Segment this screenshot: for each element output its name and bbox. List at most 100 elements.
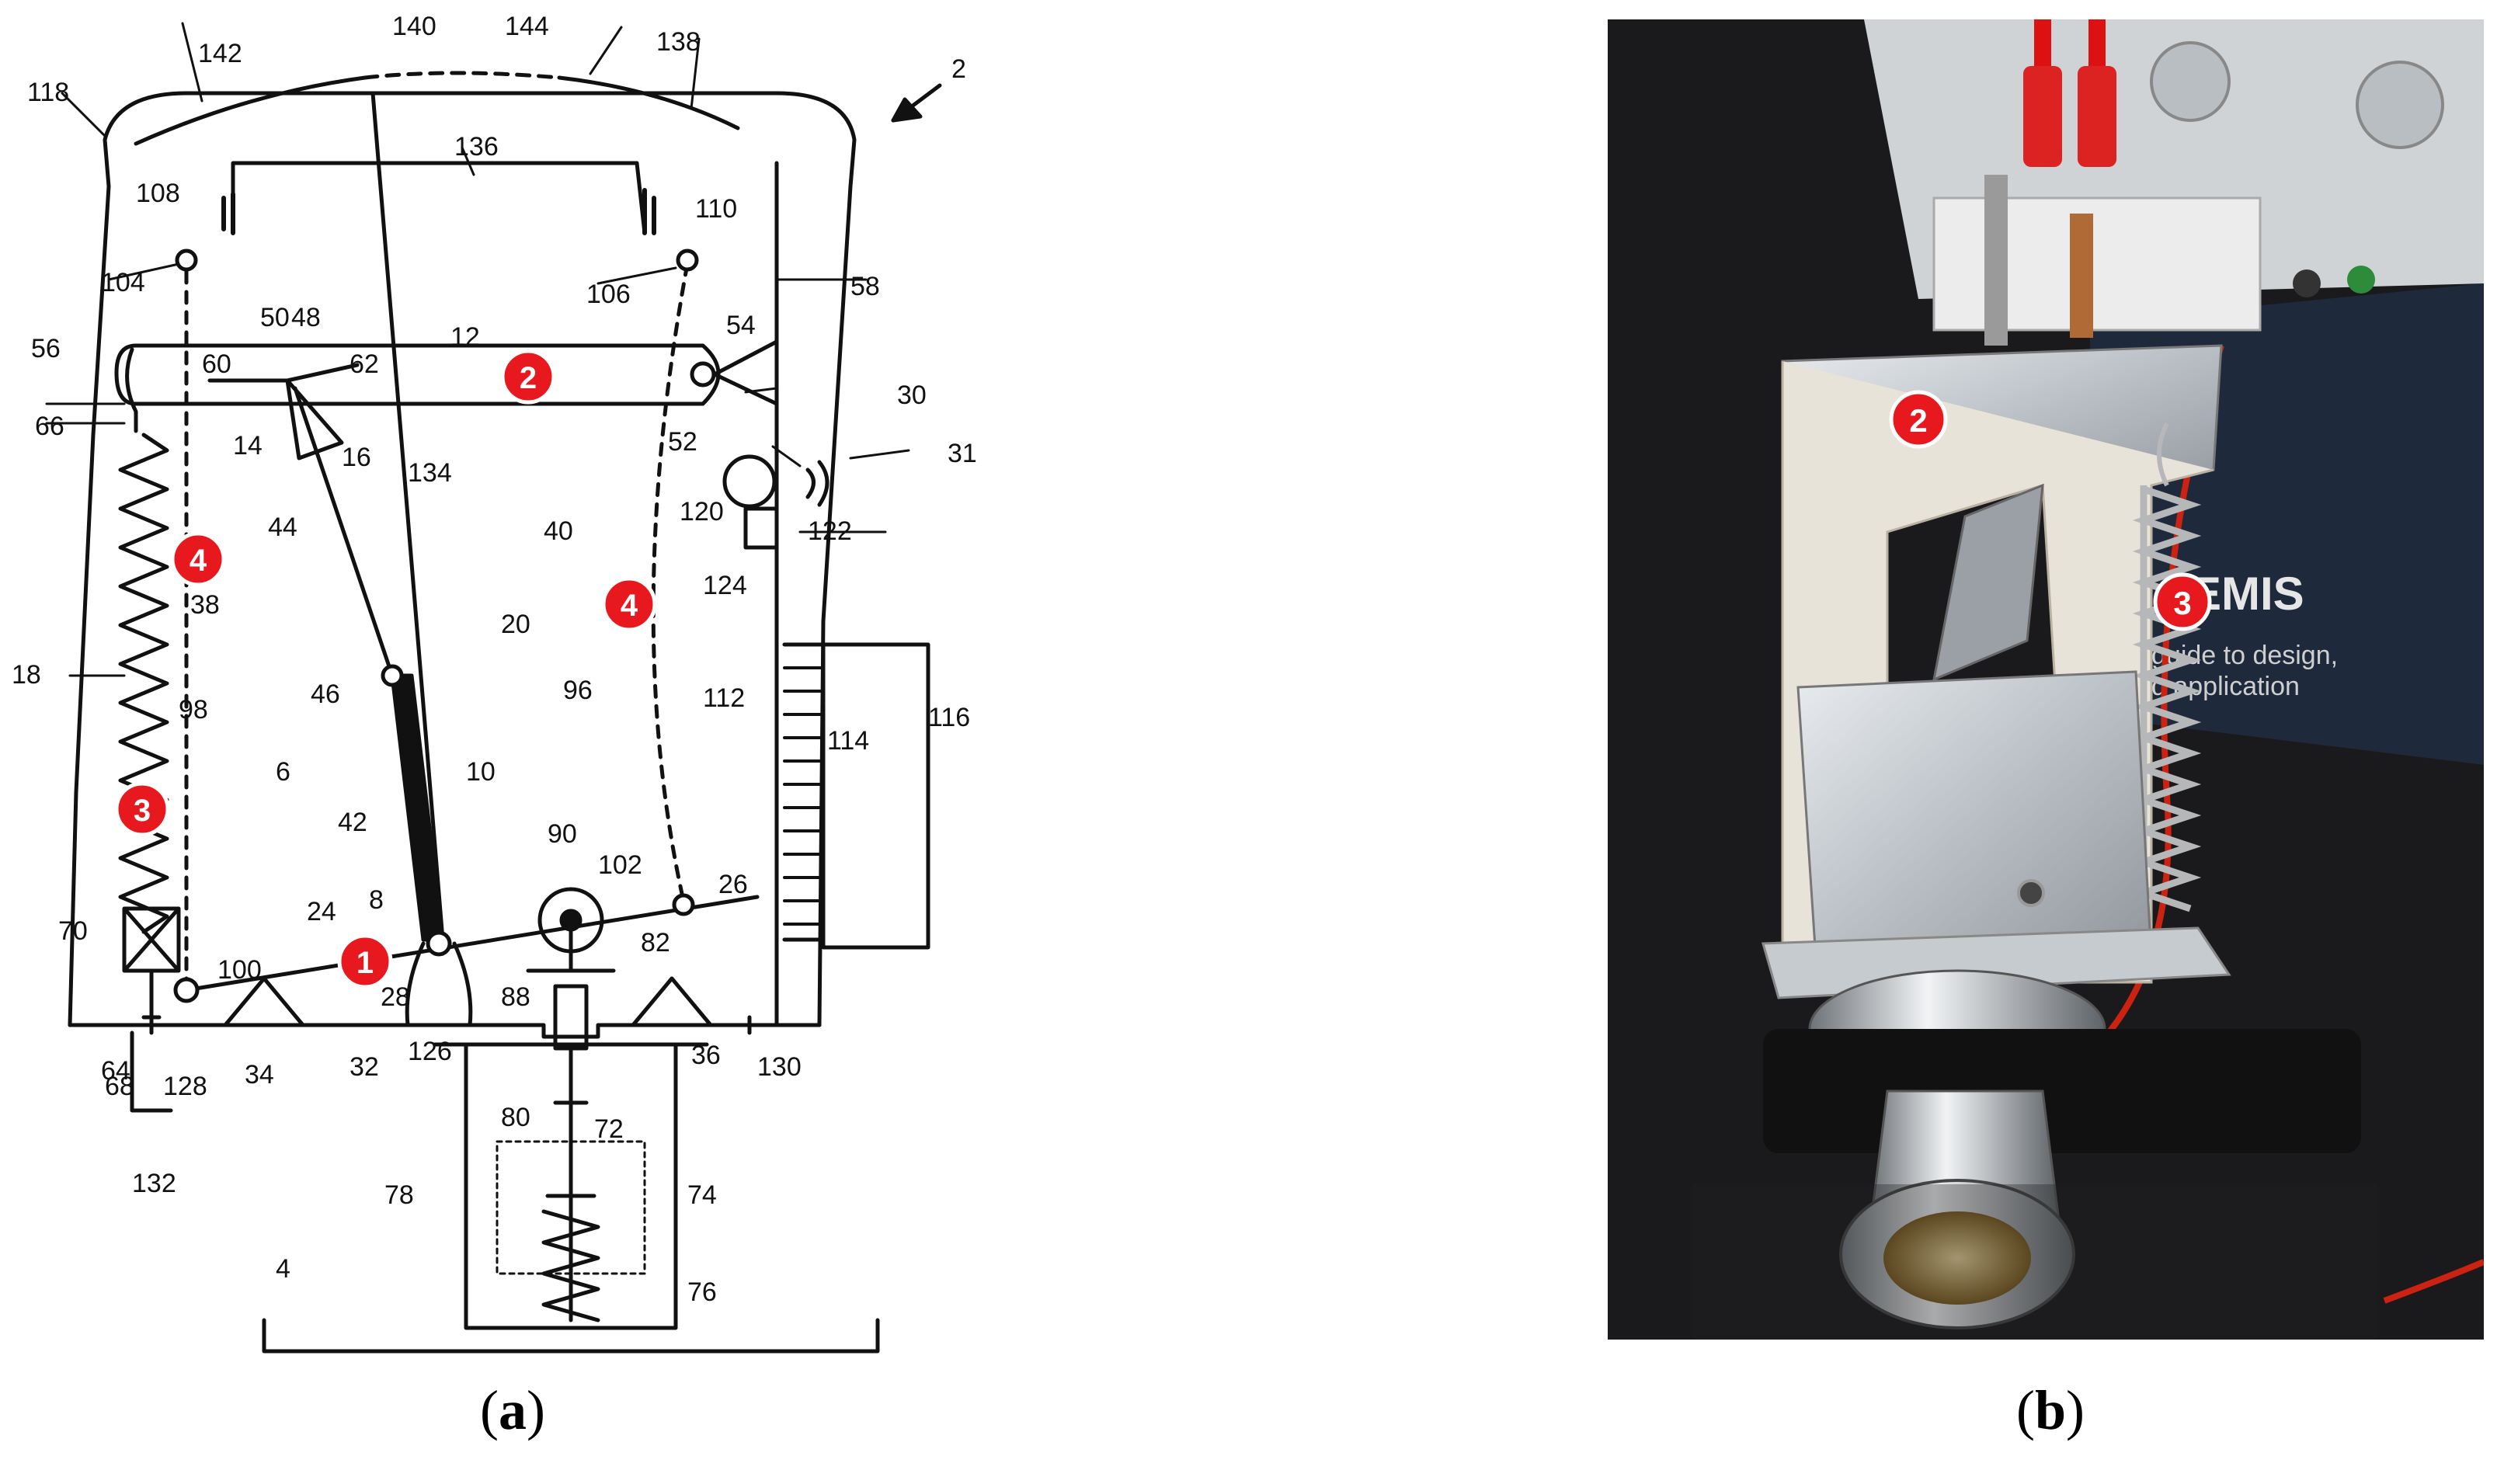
clamp (1763, 1029, 2361, 1153)
caption-b: (b) (2015, 1379, 2085, 1441)
marker: 2 (1889, 390, 1948, 449)
ref-label: 142 (198, 39, 242, 68)
spring-76 (541, 1209, 600, 1322)
ref-label: 6 (276, 757, 290, 787)
ref-label: 80 (501, 1103, 530, 1132)
ref-label: 100 (217, 955, 262, 985)
ref-label: 120 (680, 497, 724, 527)
ref-label: 52 (668, 427, 697, 457)
ref-label: 112 (703, 683, 745, 713)
ref-label: 90 (548, 819, 577, 849)
ref-label: 16 (342, 443, 371, 472)
ref-label: 54 (726, 311, 756, 340)
ref-label: 30 (897, 381, 927, 410)
ref-label: 2 (951, 54, 966, 84)
ref-label: 110 (695, 194, 737, 224)
svg-text:2: 2 (1909, 402, 1927, 439)
ref-label: 140 (392, 12, 436, 41)
top-cap-right (557, 75, 740, 130)
ref-label: 46 (311, 679, 340, 709)
ref-label: 124 (703, 571, 747, 600)
ref-label: 28 (381, 982, 410, 1012)
plunger-88 (553, 984, 589, 1051)
lever-12 (114, 343, 721, 406)
ref-label: 76 (687, 1277, 717, 1307)
wire-96 (651, 262, 690, 903)
ref-label: 32 (350, 1052, 379, 1082)
ref-label: 40 (544, 516, 573, 546)
panel-a-schematic: 2 4 6 8 10 12 14 16 18 20 24 26 28 30 31… (12, 12, 977, 1354)
ref-label: 130 (757, 1052, 802, 1082)
svg-text:2: 2 (520, 361, 537, 395)
marker: 2 (500, 349, 556, 405)
lower-housing-78 (433, 1042, 709, 1330)
svg-text:1: 1 (356, 946, 374, 980)
ref-label: 132 (132, 1169, 176, 1198)
ref-label: 106 (586, 280, 631, 309)
spring-18 (118, 433, 169, 934)
marker: 4 (601, 576, 657, 632)
ref-label: 98 (179, 695, 208, 725)
component-120 (722, 454, 777, 509)
ref-label: 64 (101, 1056, 130, 1086)
ref-label: 8 (369, 885, 384, 915)
terminal-block (1932, 196, 2262, 332)
ref-label: 20 (501, 610, 530, 639)
housing-outline (68, 91, 857, 1027)
module-116 (821, 642, 930, 950)
ref-label: 108 (136, 179, 180, 208)
ref-label: 48 (291, 303, 321, 332)
heat-sink-112 (782, 642, 826, 942)
block-70 (122, 906, 181, 973)
top-cap-left (134, 75, 367, 146)
marker: 4 (170, 531, 226, 587)
pointer-134 (370, 91, 445, 942)
panel-b-photo: EMIS guide to design, d application (1608, 19, 2484, 1340)
ref-label: 31 (948, 439, 977, 468)
svg-text:3: 3 (2173, 585, 2191, 621)
ref-label: 78 (384, 1180, 414, 1210)
ref-label: 50 (260, 303, 290, 332)
top-cap-dashed (363, 71, 562, 80)
ref-label: 18 (12, 660, 41, 690)
ref-label: 114 (827, 726, 869, 756)
marker: 3 (114, 781, 170, 837)
caption-a: (a) (480, 1379, 545, 1441)
ref-label: 62 (350, 349, 379, 379)
ref-label: 26 (718, 870, 748, 899)
inner-frame (231, 161, 647, 235)
ref-label: 42 (338, 808, 367, 837)
reference-labels: 2 4 6 8 10 12 14 16 18 20 24 26 28 30 31… (12, 12, 977, 1307)
ref-label: 88 (501, 982, 530, 1012)
ref-label: 4 (276, 1254, 290, 1284)
ref-label: 38 (190, 590, 220, 620)
ref-label: 68 (105, 1072, 134, 1101)
ref-label: 12 (450, 322, 480, 352)
ref-label: 56 (31, 334, 61, 363)
ref-label: 58 (850, 272, 880, 301)
ref-label: 24 (307, 897, 336, 926)
ref-label: 44 (268, 513, 297, 542)
ref-label: 70 (58, 916, 88, 946)
marker: 3 (2153, 572, 2212, 631)
ref-label: 126 (408, 1037, 452, 1066)
floor-4 (262, 1318, 880, 1354)
ref-label: 72 (594, 1114, 624, 1144)
fulcrum-16 (285, 378, 344, 460)
ref-label: 60 (202, 349, 231, 379)
ref-label: 136 (454, 132, 499, 162)
ref-label: 66 (35, 412, 64, 441)
rod-44 (293, 386, 395, 678)
ref-label: 116 (928, 703, 970, 732)
ref-label: 104 (101, 268, 145, 297)
ref-label: 102 (598, 850, 642, 880)
marker: 1 (337, 933, 393, 989)
svg-text:4: 4 (190, 544, 207, 578)
ref-label: 144 (505, 12, 549, 41)
svg-text:3: 3 (134, 794, 151, 828)
ref-label: 10 (466, 757, 496, 787)
svg-text:4: 4 (621, 589, 638, 623)
ref-label: 134 (408, 458, 452, 488)
ref-label: 74 (687, 1180, 717, 1210)
